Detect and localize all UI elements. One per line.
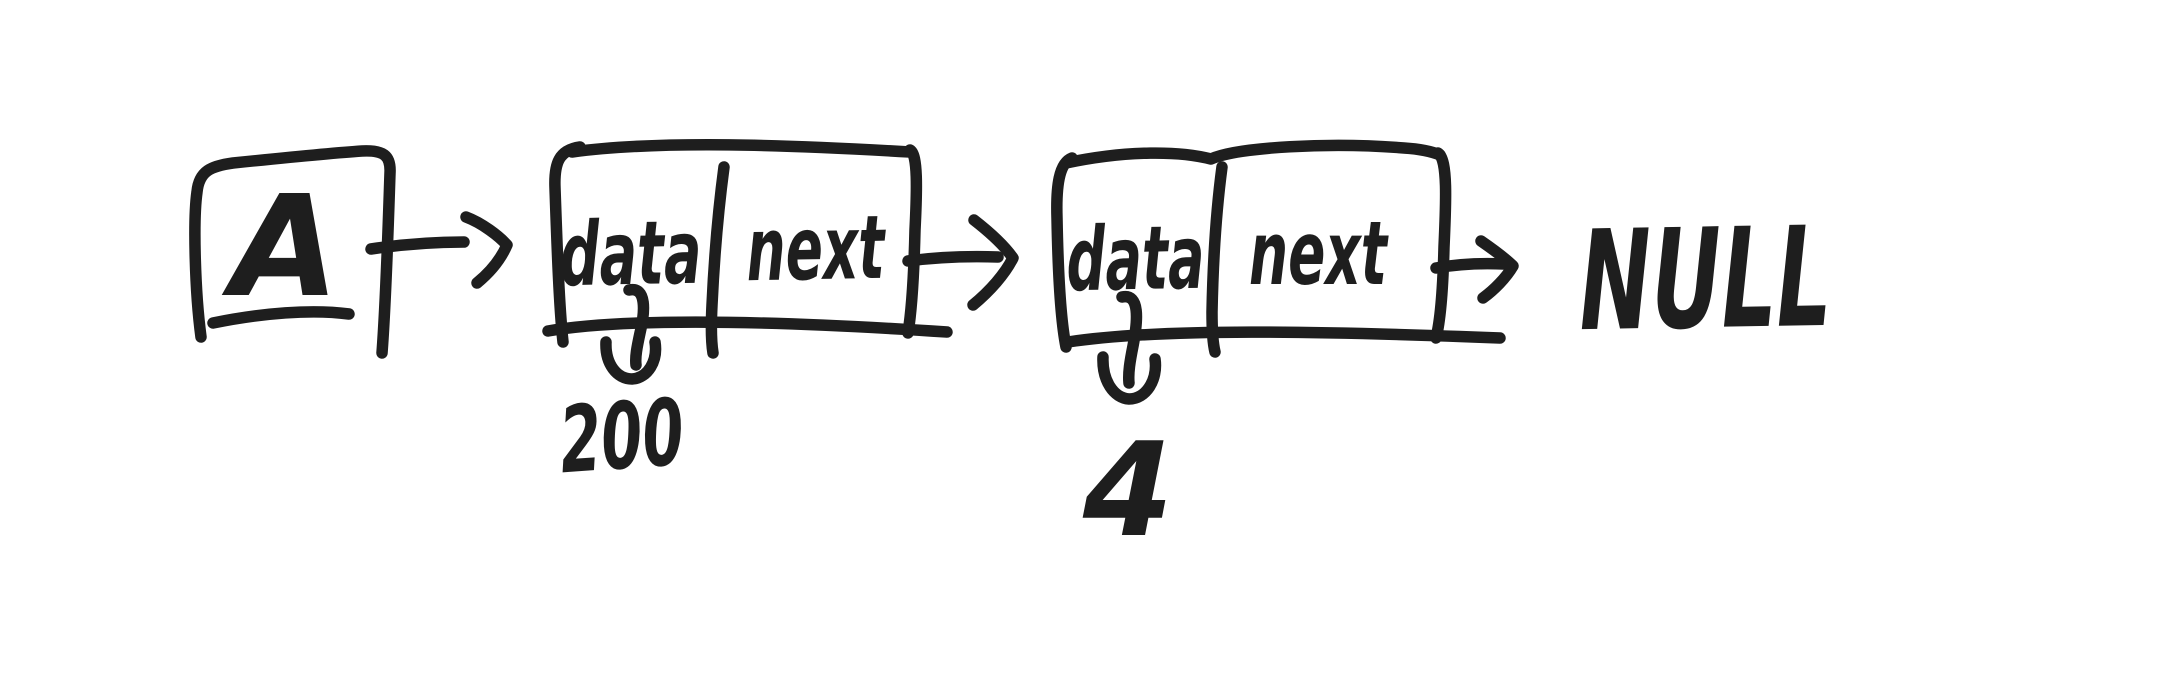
null-terminator-label: NULL (1578, 197, 1833, 362)
arrow-chevron (460, 211, 513, 289)
arrow-shaft (902, 250, 1004, 267)
node2-next-label: next (1249, 202, 1389, 305)
node1-box (542, 139, 953, 359)
down-arrow-shaft (1116, 291, 1143, 389)
head-label: A (221, 166, 339, 329)
arrow-node1-to-node2-icon (902, 214, 1019, 311)
handwritten-labels: A data next 200 data next 4 NULL (221, 166, 1833, 566)
node1-value: 200 (556, 379, 687, 494)
node1-next-label: next (746, 196, 888, 301)
node2-right-edge (1430, 147, 1452, 344)
node2-left-edge (1051, 152, 1078, 353)
down-arrow-cup (600, 336, 662, 385)
node2-bottom-edge (1062, 326, 1506, 348)
node1-cell-divider (705, 161, 730, 359)
node1-data-label: data (559, 201, 703, 306)
arrow-chevron (1475, 235, 1519, 304)
arrow-chevron (967, 214, 1019, 311)
arrow-shaft (1430, 257, 1510, 274)
arrow-head-to-node1-icon (365, 211, 513, 289)
node2-top-edge (1060, 139, 1446, 169)
pen-strokes (189, 139, 1519, 405)
node1-right-edge (902, 144, 923, 339)
node2-data-label: data (1066, 206, 1206, 311)
node1-value-arrow-icon (600, 283, 662, 385)
down-arrow-cup (1097, 351, 1162, 405)
node1-bottom-edge (542, 316, 953, 338)
node2-value: 4 (1082, 414, 1173, 566)
arrow-node2-to-null-icon (1430, 235, 1519, 304)
arrow-shaft (365, 236, 470, 255)
head-box-outline (189, 145, 396, 359)
node1-left-edge (549, 141, 586, 348)
head-box-underline (207, 306, 355, 329)
down-arrow-shaft (623, 283, 650, 371)
node1-top-edge (566, 139, 916, 158)
node2-cell-divider (1206, 161, 1228, 358)
node2-box (1051, 139, 1506, 358)
node2-value-arrow-icon (1097, 291, 1162, 405)
head-pointer-box (189, 145, 396, 359)
